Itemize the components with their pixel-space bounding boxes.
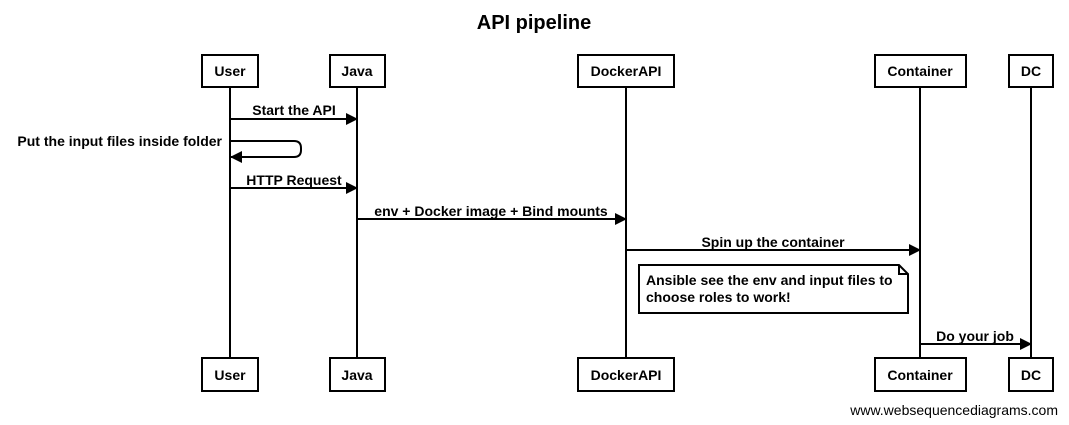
participant-label: Java: [341, 63, 372, 79]
note-ansible: Ansible see the env and input files to c…: [638, 264, 909, 314]
participant-java-bottom: Java: [329, 357, 386, 392]
participant-label: DC: [1021, 367, 1041, 383]
participant-user-top: User: [201, 54, 259, 88]
message-spin-up-container: Spin up the container: [626, 234, 921, 256]
message-start-api: Start the API: [230, 102, 358, 125]
participant-dc-top: DC: [1008, 54, 1054, 88]
watermark-text: www.websequencediagrams.com: [849, 402, 1058, 418]
diagram-title: API pipeline: [477, 12, 591, 34]
lifelines: [229, 87, 1032, 358]
message-label: HTTP Request: [246, 172, 342, 188]
participant-dockerapi-bottom: DockerAPI: [577, 357, 675, 392]
message-self-input-files: Put the input files inside folder: [17, 133, 302, 163]
participant-user-bottom: User: [201, 357, 259, 392]
participant-label: Container: [887, 367, 953, 383]
note-line: choose roles to work!: [646, 289, 791, 305]
participant-label: DC: [1021, 63, 1041, 79]
participant-container-bottom: Container: [874, 357, 967, 392]
participant-dc-bottom: DC: [1008, 357, 1054, 392]
message-label: Put the input files inside folder: [17, 133, 222, 149]
participant-label: Java: [341, 367, 372, 383]
message-label: Start the API: [252, 102, 336, 118]
message-http-request: HTTP Request: [230, 172, 358, 194]
participant-label: User: [214, 63, 246, 79]
message-do-your-job: Do your job: [920, 328, 1032, 350]
participant-container-top: Container: [874, 54, 967, 88]
message-label: Do your job: [936, 328, 1014, 344]
message-label: Spin up the container: [701, 234, 845, 250]
participant-dockerapi-top: DockerAPI: [577, 54, 675, 88]
participant-label: Container: [887, 63, 953, 79]
participant-label: User: [214, 367, 246, 383]
participant-java-top: Java: [329, 54, 386, 88]
participant-label: DockerAPI: [591, 367, 662, 383]
note-line: Ansible see the env and input files to: [646, 272, 893, 288]
message-env-docker-image: env + Docker image + Bind mounts: [357, 203, 627, 225]
message-label: env + Docker image + Bind mounts: [374, 203, 608, 219]
participant-label: DockerAPI: [591, 63, 662, 79]
